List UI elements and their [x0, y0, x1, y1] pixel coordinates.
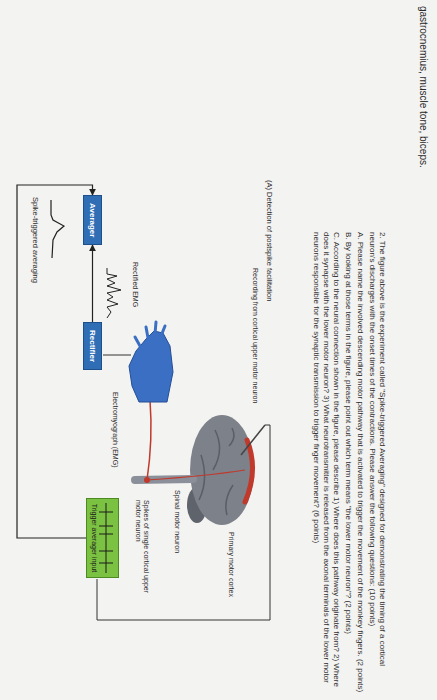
rectified-emg-trace — [107, 268, 121, 318]
signal-connector — [92, 245, 93, 322]
figure-label: Spikes of single cortical upper motor ne… — [133, 500, 150, 600]
figure-label: Electromyograph (EMG) — [111, 392, 119, 467]
figure-label: Primary motor cortex — [227, 532, 235, 597]
microelectrode — [241, 425, 265, 455]
question-text: C. According to the neural connection sh… — [311, 232, 341, 694]
question-text: 2. The figure above is the experiment ca… — [367, 232, 387, 694]
averaged-emg-trace — [51, 200, 64, 258]
figure-label: (A) Detection of postspike facilitation — [265, 180, 274, 301]
monkey-hand — [129, 331, 173, 402]
page-text: gastrocnemius, muscle tone, biceps. — [417, 6, 429, 168]
question-text: B. By looking at those terms in the figu… — [343, 232, 353, 694]
corticospinal-axon — [147, 470, 245, 480]
figure-label: Spike-triggered averaging — [31, 197, 40, 283]
emg-wire — [103, 355, 131, 356]
box-label: Rectifier — [88, 330, 97, 362]
trigger-box: Trigger averager input — [86, 498, 119, 578]
question-text: A. Please name the involved descending m… — [355, 232, 365, 694]
figure-label: Recording from cortical upper motor neur… — [251, 268, 259, 403]
signal-connector — [17, 185, 93, 538]
process-box: Rectifier — [83, 322, 102, 370]
motor-axon — [147, 400, 151, 480]
brain-folds — [199, 428, 234, 515]
recording-wire — [97, 425, 270, 620]
fingers — [135, 322, 165, 346]
box-label: Trigger averager input — [91, 503, 98, 573]
figure-label: Rectified EMG — [131, 262, 139, 307]
box-label: Averager — [88, 203, 97, 237]
process-box: Averager — [83, 195, 102, 245]
question-block: 2. The figure above is the experiment ca… — [309, 232, 387, 694]
figure-label: Spinal motor neuron — [173, 490, 181, 553]
